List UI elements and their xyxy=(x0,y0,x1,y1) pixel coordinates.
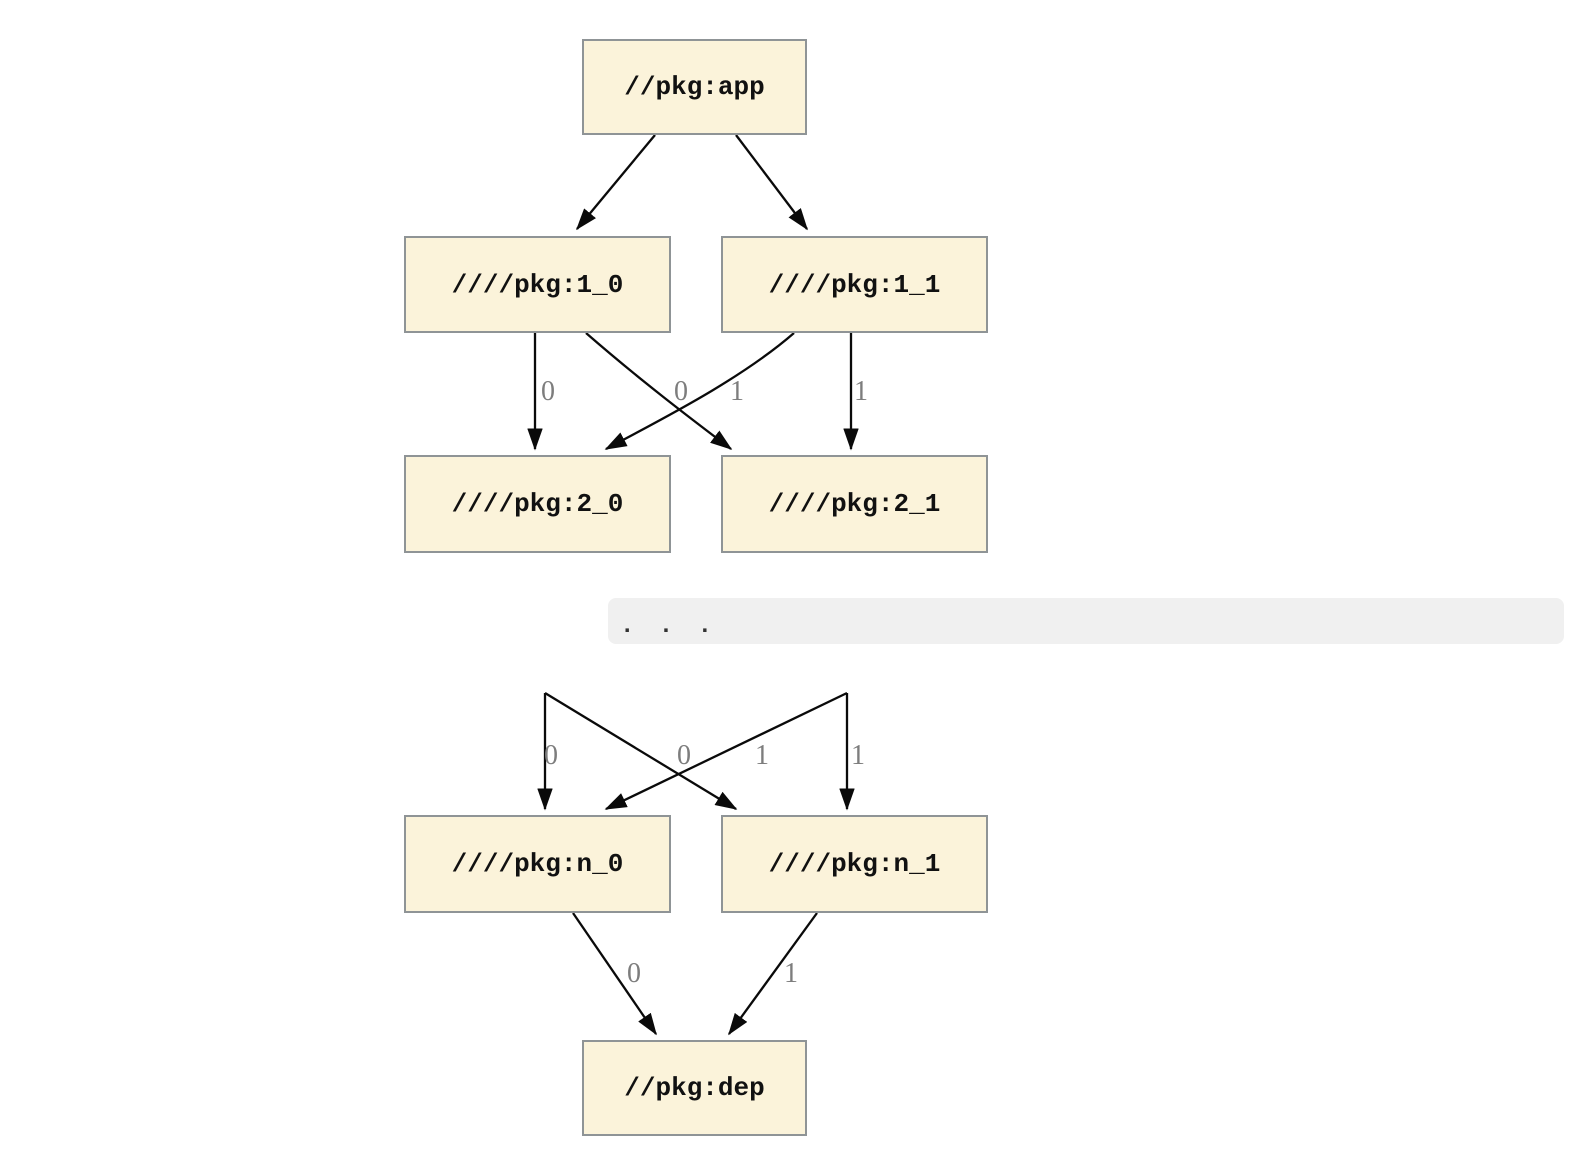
edge-hidden-left-n_1 xyxy=(544,692,738,810)
node-pkg-app-label: //pkg:app xyxy=(624,72,765,102)
edge-label-hidden-n_1-right: 1 xyxy=(851,740,865,771)
edge-1_0-2_1 xyxy=(585,332,733,450)
ellipsis-text: . . . xyxy=(620,613,718,640)
node-pkg-2_0-label: ////pkg:2_0 xyxy=(451,489,624,519)
edge-app-1_1 xyxy=(735,134,808,231)
node-pkg-1_1: ////pkg:1_1 xyxy=(721,236,988,333)
edge-n_1-dep xyxy=(728,912,818,1036)
node-pkg-dep-label: //pkg:dep xyxy=(624,1073,765,1103)
edge-label-hidden-n_0-mid: 0 xyxy=(677,740,691,771)
edge-n_0-dep xyxy=(572,912,657,1036)
node-pkg-1_0: ////pkg:1_0 xyxy=(404,236,671,333)
node-pkg-1_1-label: ////pkg:1_1 xyxy=(768,269,941,300)
node-pkg-2_1-label: ////pkg:2_1 xyxy=(768,489,941,519)
node-pkg-n_0-label: ////pkg:n_0 xyxy=(451,849,624,879)
node-pkg-2_1: ////pkg:2_1 xyxy=(721,455,988,553)
edge-label-hidden-n_1-mid: 1 xyxy=(755,740,769,771)
node-pkg-n_1: ////pkg:n_1 xyxy=(721,815,988,913)
edge-label-1_1-2_1: 1 xyxy=(854,376,868,407)
edge-label-n_0-dep: 0 xyxy=(627,958,641,989)
edge-label-1_0-2_1: 1 xyxy=(730,376,744,407)
ellipsis-band: . . . xyxy=(608,598,1564,644)
edge-hidden-right-n_0 xyxy=(604,691,848,811)
edge-1_1-2_0 xyxy=(604,332,795,451)
node-pkg-2_0: ////pkg:2_0 xyxy=(404,455,671,553)
edge-label-1_1-2_0: 0 xyxy=(674,376,688,407)
edge-label-hidden-n_0-left: 0 xyxy=(544,740,558,771)
node-pkg-n_0: ////pkg:n_0 xyxy=(404,815,671,913)
node-pkg-app: //pkg:app xyxy=(582,39,807,135)
edge-label-n_1-dep: 1 xyxy=(784,958,798,989)
node-pkg-dep: //pkg:dep xyxy=(582,1040,807,1136)
node-pkg-1_0-label: ////pkg:1_0 xyxy=(451,269,624,300)
node-pkg-n_1-label: ////pkg:n_1 xyxy=(768,849,941,879)
edge-label-1_0-2_0: 0 xyxy=(541,376,555,407)
edge-app-1_0 xyxy=(576,134,656,231)
